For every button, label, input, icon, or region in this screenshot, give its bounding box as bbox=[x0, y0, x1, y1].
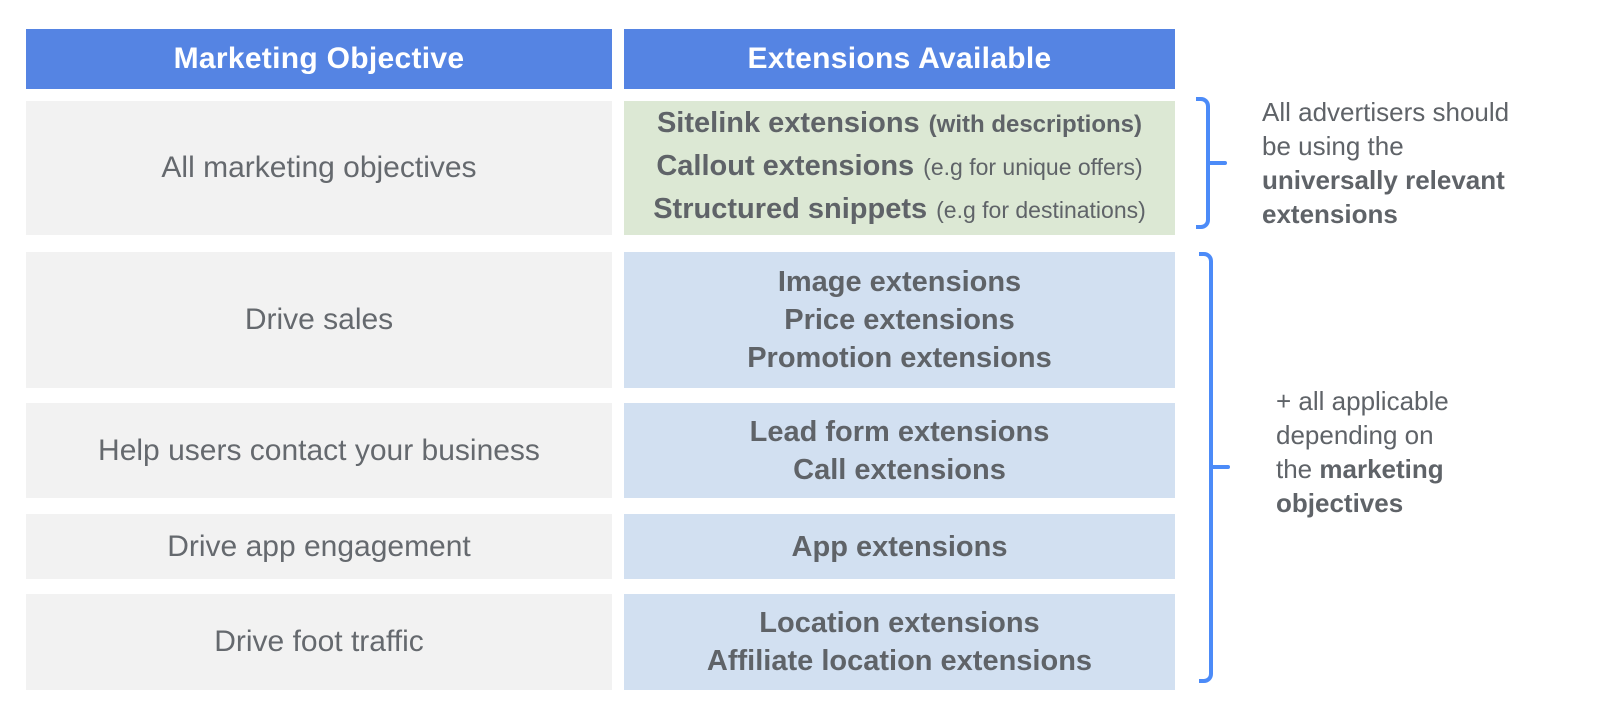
extension-line: Sitelink extensions (with descriptions) bbox=[657, 104, 1142, 147]
objective-cell-drive-sales: Drive sales bbox=[26, 252, 612, 388]
extension-name: Callout extensions bbox=[656, 149, 915, 182]
annotation-line: All advertisers should bbox=[1262, 97, 1510, 127]
annotation-applicable: + all applicable depending on the market… bbox=[1276, 384, 1449, 520]
annotation-universal: All advertisers should be using the univ… bbox=[1262, 95, 1509, 231]
extension-note: (e.g for unique offers) bbox=[923, 153, 1143, 180]
objective-cell-help-users-contact: Help users contact your business bbox=[26, 403, 612, 498]
annotation-line: universally relevant bbox=[1262, 165, 1505, 195]
extension-name: Location extensions bbox=[759, 607, 1040, 639]
annotation-line: be using the bbox=[1262, 131, 1404, 161]
upper-bracket bbox=[1196, 97, 1210, 229]
extensions-cell-universal: Sitelink extensions (with descriptions) C… bbox=[624, 101, 1175, 235]
extension-name: Promotion extensions bbox=[747, 342, 1052, 374]
extension-name: Structured snippets bbox=[653, 192, 928, 225]
extension-name: Image extensions bbox=[777, 266, 1022, 298]
extension-line: Structured snippets (e.g for destinations… bbox=[653, 190, 1146, 233]
header-extensions-available: Extensions Available bbox=[624, 29, 1175, 89]
extension-line: Callout extensions (e.g for unique offers… bbox=[656, 147, 1142, 190]
extensions-cell-app: App extensions bbox=[624, 514, 1175, 579]
extensions-cell-location: Location extensions Affiliate location e… bbox=[624, 594, 1175, 690]
objective-cell-drive-app-engagement: Drive app engagement bbox=[26, 514, 612, 579]
extension-note: (with descriptions) bbox=[928, 110, 1143, 138]
objective-cell-all-marketing-objectives: All marketing objectives bbox=[26, 101, 612, 235]
extensions-cell-drive-sales: Image extensions Price extensions Promot… bbox=[624, 252, 1175, 388]
extension-name: App extensions bbox=[791, 530, 1008, 563]
annotation-line: + all applicable bbox=[1276, 386, 1449, 416]
extension-note: (e.g for destinations) bbox=[936, 196, 1146, 223]
extension-name: Price extensions bbox=[784, 304, 1015, 336]
extension-name: Sitelink extensions bbox=[656, 106, 920, 139]
lower-bracket-nub bbox=[1213, 465, 1230, 469]
annotation-line: extensions bbox=[1262, 199, 1398, 229]
annotation-line: objectives bbox=[1276, 488, 1404, 518]
extension-name: Call extensions bbox=[793, 453, 1006, 486]
extensions-cell-contact: Lead form extensions Call extensions bbox=[624, 403, 1175, 498]
annotation-line: depending on bbox=[1276, 420, 1434, 450]
objective-cell-drive-foot-traffic: Drive foot traffic bbox=[26, 594, 612, 690]
extension-name: Lead form extensions bbox=[749, 415, 1050, 448]
lower-bracket bbox=[1199, 252, 1213, 683]
annotation-line: the marketing bbox=[1276, 454, 1444, 484]
header-marketing-objective: Marketing Objective bbox=[26, 29, 612, 89]
extension-name: Affiliate location extensions bbox=[706, 645, 1093, 677]
upper-bracket-nub bbox=[1210, 161, 1227, 165]
